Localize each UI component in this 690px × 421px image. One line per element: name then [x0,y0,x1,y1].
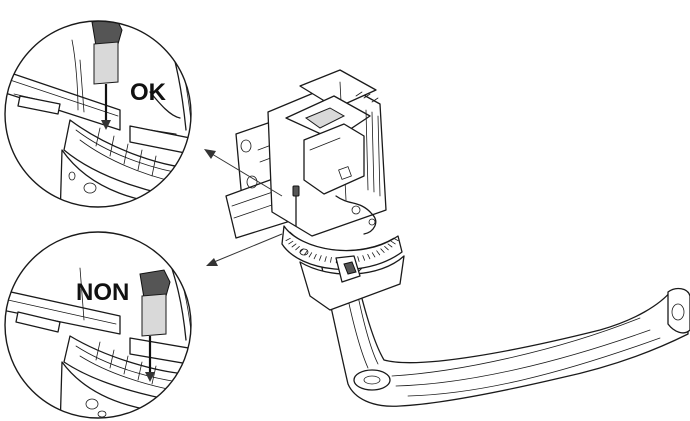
cam-tooth [357,256,360,262]
cam-tooth [308,252,313,258]
cam-tooth [318,255,322,261]
label-ok: OK [130,79,167,106]
cam-tooth [288,240,294,245]
cam-tooth [324,256,327,262]
operator-arm [321,251,690,407]
callout-arrow-non [206,233,283,266]
cam-tooth [390,240,396,245]
cam-ring [281,225,405,311]
cam-tooth [387,243,393,248]
callout-arrow-ok [204,149,283,197]
cam-tooth [393,237,399,242]
cam-tooth [367,253,371,260]
cam-tooth [313,253,317,260]
motor-housing [267,69,387,237]
cam-tooth [362,255,366,261]
cam-tooth [303,250,308,256]
cam-tooth [384,245,389,251]
cam-tooth [380,248,385,253]
cam-tooth [285,237,291,242]
detail-circle-non: NON [4,231,192,419]
cam-tooth [376,250,381,256]
cam-tooth [295,245,300,251]
detail-circle-ok: OK [4,20,192,208]
label-non: NON [76,279,129,306]
cam-tooth [371,252,376,258]
gate-operator-unit [225,69,690,407]
cam-tooth [330,256,332,263]
cam-tooth [291,243,297,248]
